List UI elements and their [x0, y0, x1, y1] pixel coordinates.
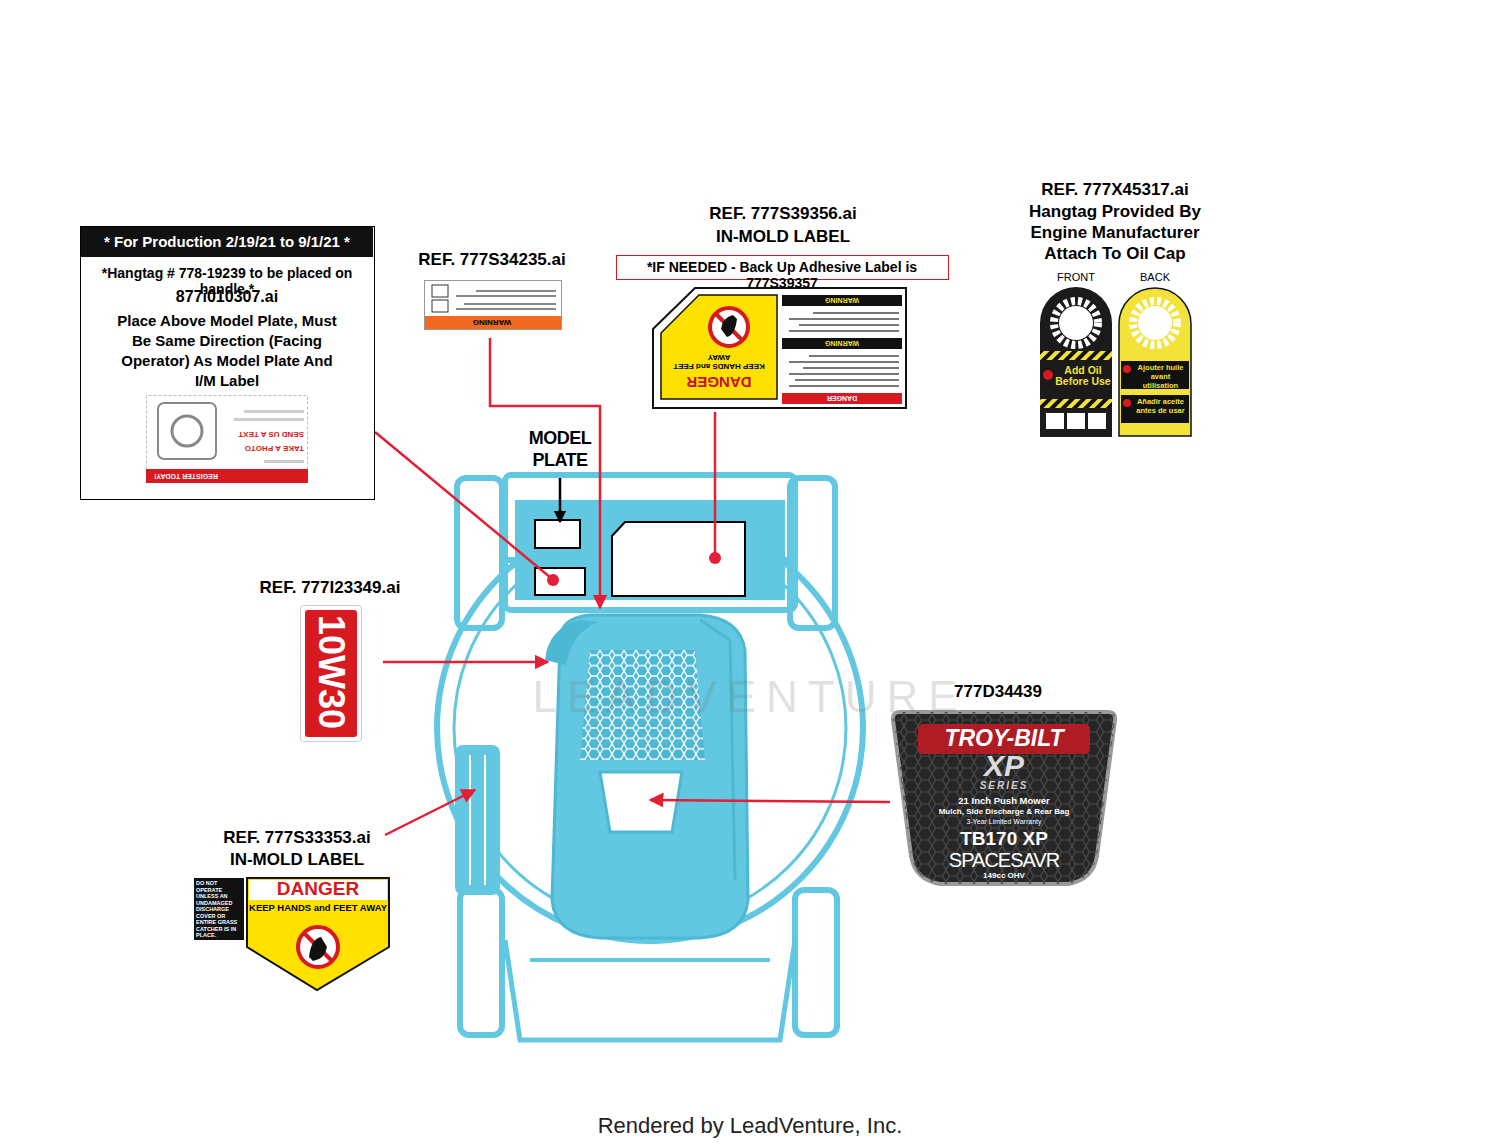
part-ref: REF. 777S34235.ai: [392, 250, 592, 270]
danger-decal: DO NOT OPERATE UNLESS AN UNDAMAGED DISCH…: [193, 877, 390, 992]
label-text: WARNING: [782, 338, 902, 349]
part-ref: REF. 777S33353.ai: [197, 828, 397, 848]
note-text: IN-MOLD LABEL: [197, 850, 397, 870]
label-text: 21 Inch Push Mower: [890, 795, 1118, 806]
side-label: BACK: [1118, 271, 1192, 283]
label-text: Add Oil Before Use: [1054, 365, 1112, 387]
part-ref: REF. 777I23349.ai: [230, 578, 430, 598]
label-text: 3-Year Limited Warranty: [890, 818, 1118, 825]
hangtag-back: Ajouter huile avant utilisationAñadir ac…: [1118, 287, 1192, 437]
part-ref: REF. 777S39356.ai: [683, 204, 883, 224]
label-text: DANGER: [661, 374, 777, 391]
caption-text: Rendered by LeadVenture, Inc.: [450, 1113, 1050, 1139]
watermark: LEADVENTURE: [460, 672, 1040, 722]
note-box: *Hangtag # 778-19239 to be placed on han…: [80, 226, 375, 500]
label-text: KEEP HANDS and FEET AWAY: [663, 353, 775, 371]
label-text: SERIES: [890, 780, 1118, 791]
side-label: FRONT: [1040, 271, 1112, 283]
label-text: 10W30: [310, 604, 352, 741]
label-text: SPACESAVR: [890, 849, 1118, 872]
part-name: MODEL PLATE: [505, 427, 615, 471]
label-text: WARNING: [782, 295, 902, 306]
label-text: TROY-BILT: [890, 725, 1118, 752]
in-mold-label: DANGER KEEP HANDS and FEET AWAY WARNING WAR…: [652, 287, 907, 409]
label-text: *IF NEEDED - Back Up Adhesive Label is 7…: [617, 259, 947, 291]
hangtag-art: [1040, 287, 1112, 437]
note-box: *IF NEEDED - Back Up Adhesive Label is 7…: [616, 255, 949, 280]
label-text: 877i010307.ai: [81, 288, 373, 306]
registration-card: REGISTER TODAY! TAKE A PHOTO SEND US A TEX…: [146, 395, 308, 483]
note-text: Hangtag Provided By Engine Manufacturer …: [1005, 201, 1225, 264]
label-text: Place Above Model Plate, Must Be Same Di…: [117, 311, 337, 391]
badge-decal: TROY-BILTXPSERIES 21 Inch Push MowerMulch…: [890, 708, 1118, 888]
note-text: IN-MOLD LABEL: [683, 227, 883, 247]
label-text: DANGER: [248, 878, 388, 900]
hangtag-front: Add Oil Before Use: [1040, 287, 1112, 437]
part-ref: REF. 777X45317.ai: [1005, 180, 1225, 200]
label-text: SEND US A TEXT: [232, 430, 304, 439]
warning-decal: WARNING: [424, 280, 562, 330]
label-text: DANGER: [782, 393, 902, 404]
label-text: TB170 XP: [890, 828, 1118, 850]
oil-decal: 10W30: [300, 605, 362, 742]
label-text: REGISTER TODAY!: [150, 472, 222, 480]
label-text: XP: [890, 750, 1118, 782]
header-band: * For Production 2/19/21 to 9/1/21 *: [81, 227, 373, 257]
label-text: * For Production 2/19/21 to 9/1/21 *: [81, 233, 373, 250]
label-text: TAKE A PHOTO: [232, 444, 304, 453]
card-art: [146, 395, 308, 483]
label-text: WARNING: [442, 317, 542, 328]
label-text: Mulch, Side Discharge & Rear Bag: [890, 807, 1118, 816]
label-text: DO NOT OPERATE UNLESS AN UNDAMAGED DISCH…: [196, 880, 242, 939]
label-text: Ajouter huile avant utilisation: [1132, 363, 1189, 390]
label-text: KEEP HANDS and FEET AWAY: [248, 902, 388, 913]
label-text: Añadir aceite antes de usar: [1132, 397, 1189, 415]
label-text: 149cc OHV: [890, 871, 1118, 880]
